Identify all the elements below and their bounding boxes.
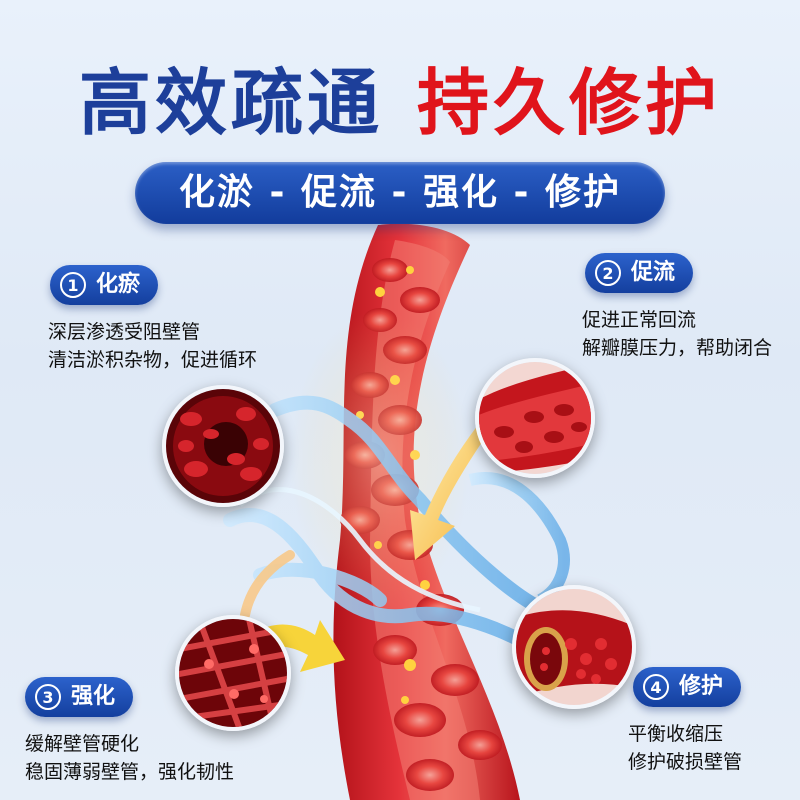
feature-line: 促进正常回流 — [582, 309, 697, 331]
feature-title: 修护 — [679, 674, 724, 699]
feature-desc-2: 促进正常回流 解瓣膜压力，帮助闭合 — [582, 306, 772, 362]
vessel-section-image — [512, 585, 636, 709]
clot-image — [162, 385, 284, 507]
feature-desc-4: 平衡收缩压 修护破损壁管 — [628, 720, 742, 776]
feature-line: 修护破损壁管 — [628, 751, 743, 773]
feature-line: 平衡收缩压 — [628, 723, 724, 745]
feature-line: 缓解壁管硬化 — [25, 733, 140, 755]
headline: 高效疏通持久修护 — [0, 58, 800, 148]
feature-desc-3: 缓解壁管硬化 稳固薄弱壁管，强化韧性 — [25, 730, 234, 786]
headline-part2: 持久修护 — [417, 61, 722, 145]
feature-line: 深层渗透受阻壁管 — [48, 321, 201, 343]
feature-title: 化瘀 — [96, 272, 141, 297]
feature-title: 促流 — [631, 260, 676, 285]
headline-part1: 高效疏通 — [78, 61, 383, 145]
number-icon: 2 — [595, 260, 621, 286]
vessel-fibers-image — [175, 615, 291, 731]
feature-badge-2: 2 促流 — [585, 253, 694, 293]
number-icon: 4 — [643, 674, 669, 700]
feature-line: 清洁淤积杂物，促进循环 — [48, 349, 258, 371]
feature-badge-3: 3 强化 — [25, 677, 134, 717]
feature-line: 解瓣膜压力，帮助闭合 — [582, 337, 773, 359]
feature-title: 强化 — [71, 684, 116, 709]
number-icon: 1 — [60, 272, 86, 298]
feature-badge-1: 1 化瘀 — [50, 265, 159, 305]
blood-flow-image — [475, 358, 595, 478]
subtitle-banner: 化淤 - 促流 - 强化 - 修护 — [135, 162, 665, 224]
feature-badge-4: 4 修护 — [633, 667, 742, 707]
number-icon: 3 — [35, 684, 61, 710]
feature-desc-1: 深层渗透受阻壁管 清洁淤积杂物，促进循环 — [48, 318, 257, 374]
feature-line: 稳固薄弱壁管，强化韧性 — [25, 761, 235, 783]
